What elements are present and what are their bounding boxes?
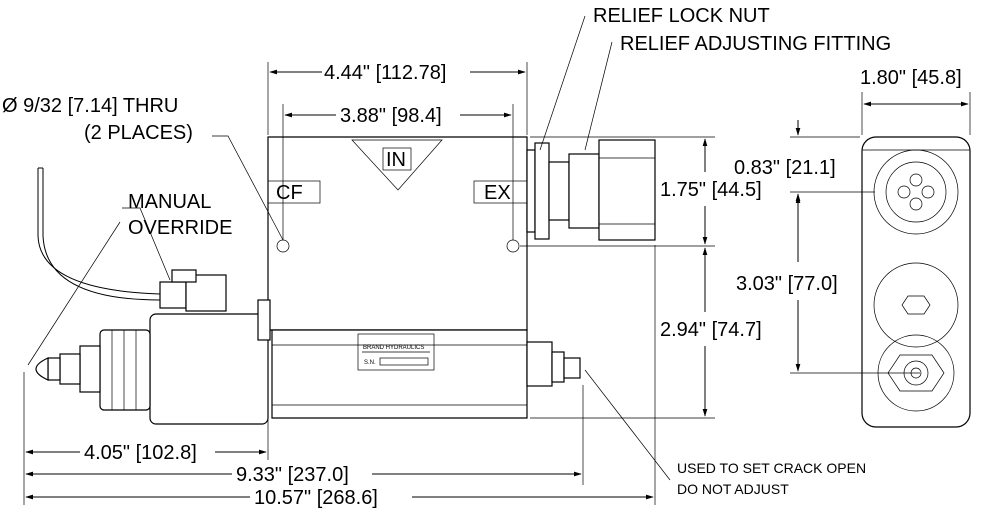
dim-overall-length: 10.57" [268.6] — [254, 487, 378, 509]
dim-upper-height: 1.75" [44.5] — [660, 179, 762, 201]
dim-override-length: 4.05" [102.8] — [84, 442, 197, 464]
nameplate — [357, 333, 435, 371]
port-label-ex: EX — [484, 182, 511, 204]
callout-manual-override-line2: OVERRIDE — [128, 217, 232, 239]
dim-side-port-spacing: 3.03" [77.0] — [736, 273, 838, 295]
dim-crack-length: 9.33" [237.0] — [236, 464, 349, 486]
dim-hole-spacing: 3.88" [98.4] — [340, 105, 442, 127]
valve-cartridge-body — [271, 329, 528, 419]
solenoid-coil — [35, 299, 271, 425]
nameplate-brand: BRAND HYDRAULICS — [363, 345, 424, 351]
callout-thru-hole-line2: (2 PLACES) — [84, 122, 193, 144]
labels: RELIEF LOCK NUT RELIEF ADJUSTING FITTING… — [2, 5, 962, 509]
callout-relief-lock-nut: RELIEF LOCK NUT — [593, 5, 770, 27]
dim-side-top-offset: 0.83" [21.1] — [734, 157, 836, 179]
in-port-triangle — [351, 139, 443, 191]
crack-adjust-stub — [526, 341, 581, 387]
connector-wire — [37, 167, 227, 312]
relief-assembly — [526, 139, 656, 241]
in-port-box — [382, 147, 412, 171]
dimension-lines — [23, 62, 971, 505]
port-label-in: IN — [386, 149, 406, 171]
note-line2: DO NOT ADJUST — [677, 481, 789, 497]
cf-port-box — [267, 180, 321, 204]
side-body — [861, 136, 971, 428]
leader-lines — [27, 15, 671, 481]
note-line1: USED TO SET CRACK OPEN — [677, 460, 866, 476]
side-port-middle — [873, 262, 959, 348]
callout-relief-adjusting-fitting: RELIEF ADJUSTING FITTING — [620, 33, 891, 55]
callout-thru-hole-line1: Ø 9/32 [7.14] THRU — [2, 95, 178, 117]
dim-body-width: 4.44" [112.78] — [324, 62, 446, 84]
port-label-cf: CF — [276, 182, 303, 204]
nameplate-serial: S.N. — [364, 360, 376, 366]
callout-manual-override-line1: MANUAL — [128, 191, 211, 213]
side-view — [861, 136, 971, 428]
dim-side-width: 1.80" [45.8] — [860, 67, 962, 89]
dim-lower-height: 2.94" [74.7] — [660, 319, 762, 341]
front-view — [35, 136, 656, 425]
